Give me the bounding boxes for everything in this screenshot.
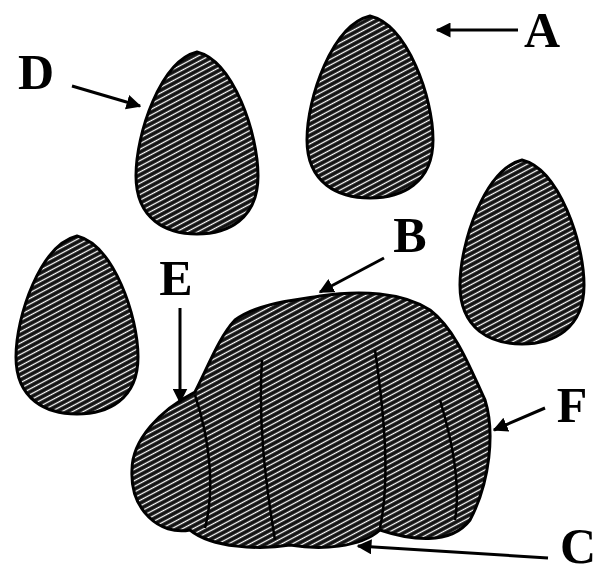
part-letter: E xyxy=(159,253,192,303)
part-letter: F xyxy=(557,380,588,430)
part-letter: D xyxy=(18,47,54,97)
leader-line xyxy=(179,308,182,402)
leader-line xyxy=(72,86,140,106)
leader-line xyxy=(320,258,384,292)
toe-pad xyxy=(460,160,584,344)
pad-crease xyxy=(195,350,457,540)
toe-pad xyxy=(136,52,258,234)
leader-line xyxy=(494,408,545,430)
part-letter: A xyxy=(524,5,560,55)
leader-line xyxy=(437,29,518,32)
toe-pad xyxy=(16,236,138,414)
toe-pad xyxy=(307,16,433,198)
part-letter: B xyxy=(393,210,426,260)
main-pad xyxy=(132,293,490,547)
leader-line xyxy=(358,546,548,558)
part-letter: C xyxy=(560,521,596,571)
